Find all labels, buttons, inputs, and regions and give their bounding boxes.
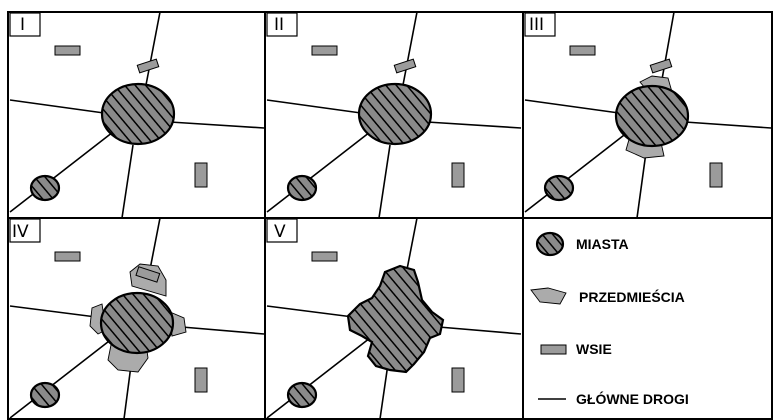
- small-city: [286, 381, 318, 409]
- legend: MIASTA PRZEDMIEŚCIA WSIE GŁÓWNE DROGI: [522, 217, 773, 420]
- panel-label: II: [274, 15, 284, 35]
- legend-suburbs-label: PRZEDMIEŚCIA: [579, 288, 685, 305]
- panel-5: V: [264, 217, 524, 420]
- village-top: [311, 45, 338, 56]
- village-top: [54, 45, 81, 56]
- main-city: [99, 291, 175, 355]
- village-road: [649, 58, 673, 74]
- panel-label: III: [529, 15, 544, 35]
- village-right: [451, 367, 465, 393]
- panel-label: IV: [12, 222, 29, 242]
- village-right: [194, 162, 208, 188]
- panel-3: III: [522, 11, 773, 219]
- village-right: [709, 162, 723, 188]
- legend-suburb-swatch: [530, 287, 567, 305]
- panel-label: V: [274, 222, 286, 242]
- panel-2: II: [264, 11, 524, 219]
- village-road: [135, 266, 161, 283]
- small-city: [286, 174, 318, 202]
- village-top: [54, 251, 81, 262]
- small-city: [29, 174, 61, 202]
- small-city: [543, 174, 575, 202]
- merged-city: [346, 264, 445, 374]
- village-right: [194, 367, 208, 393]
- legend-roads-label: GŁÓWNE DROGI: [576, 390, 689, 407]
- main-city: [357, 82, 433, 146]
- legend-village-swatch: [540, 344, 567, 355]
- village-road: [136, 58, 160, 74]
- legend-cities-label: MIASTA: [576, 236, 629, 252]
- village-top: [311, 251, 338, 262]
- small-city: [29, 381, 61, 409]
- panel-1: I: [7, 11, 266, 219]
- main-city: [614, 84, 690, 148]
- village-road: [393, 58, 417, 74]
- legend-villages-label: WSIE: [576, 341, 612, 357]
- village-right: [451, 162, 465, 188]
- panel-label: I: [20, 15, 25, 35]
- main-city: [100, 82, 176, 146]
- legend-city-swatch: [535, 231, 565, 257]
- panel-4: IV: [7, 217, 266, 420]
- village-top: [569, 45, 596, 56]
